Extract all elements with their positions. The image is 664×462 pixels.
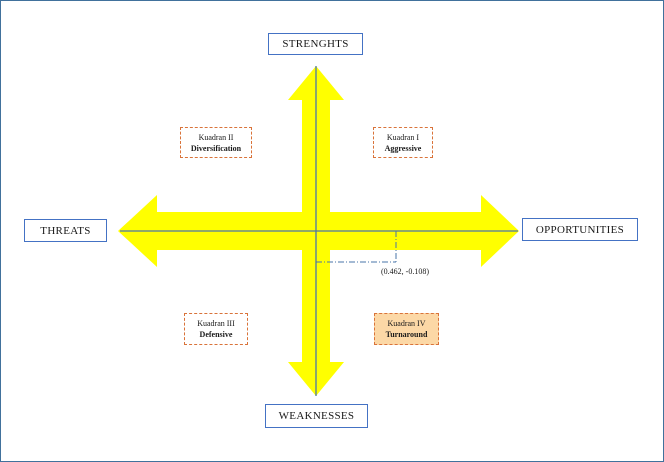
quadrant-i-name: Kuadran I [386, 132, 420, 142]
quadrant-i-box: Kuadran I Aggressive [373, 127, 433, 158]
quadrant-ii-name: Kuadran II [198, 132, 234, 142]
quadrant-i-strategy: Aggressive [384, 143, 422, 153]
weaknesses-label: WEAKNESSES [265, 404, 368, 428]
strengths-label: STRENGHTS [268, 33, 363, 55]
quadrant-ii-strategy: Diversification [190, 143, 242, 153]
quadrant-iii-name: Kuadran III [197, 319, 235, 328]
quadrant-ii-box: Kuadran II Diversification [180, 127, 252, 158]
quadrant-iv-strategy: Turnaround [385, 330, 428, 339]
quadrant-iv-name: Kuadran IV [387, 319, 426, 328]
quadrant-iii-box: Kuadran III Defensive [184, 313, 248, 345]
opportunities-label: OPPORTUNITIES [522, 218, 638, 241]
threats-label: THREATS [24, 219, 107, 242]
quadrant-iii-strategy: Defensive [199, 330, 233, 339]
quadrant-iv-box: Kuadran IV Turnaround [374, 313, 439, 345]
point-coordinate-label: (0.462, -0.108) [381, 267, 429, 276]
